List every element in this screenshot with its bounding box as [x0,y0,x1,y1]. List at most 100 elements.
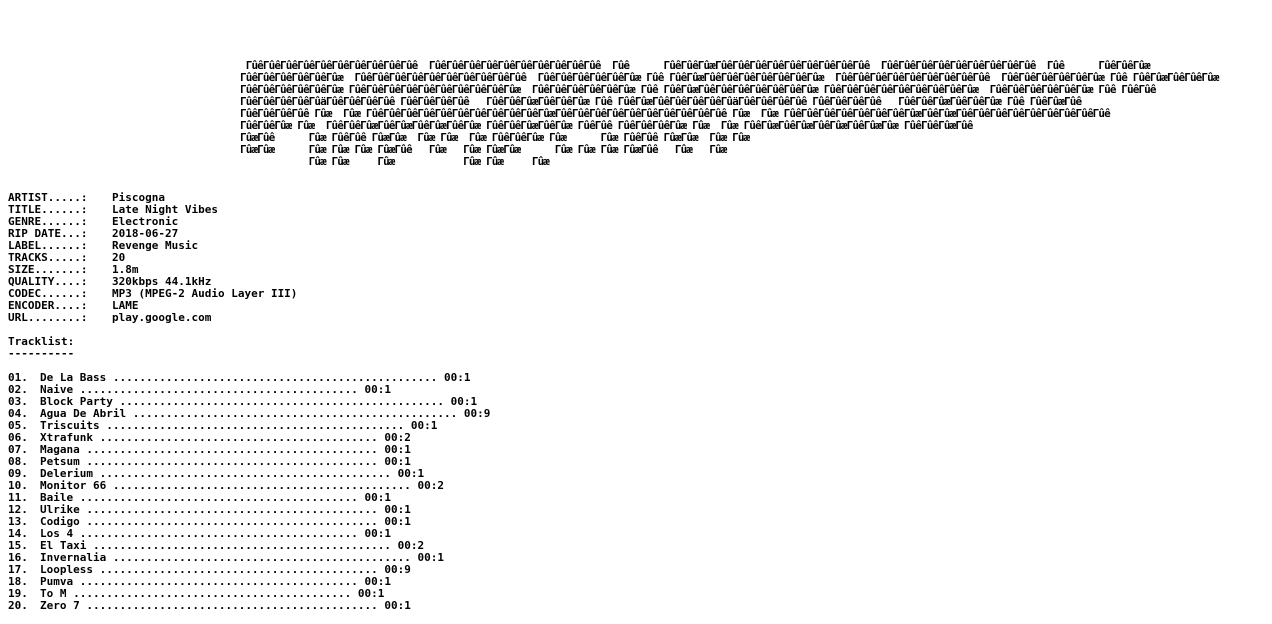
track-title: Agua De Abril [40,407,127,420]
info-row-artist: ARTIST.....: Piscogna [8,192,297,204]
banner-line: ΓûêΓûêΓûêΓûêΓûêΓûæ ΓûêΓûêΓûêΓûêΓûêΓûêΓûê… [240,83,1157,96]
track-title: Codigo [40,515,80,528]
info-value: LAME [112,299,139,312]
info-row-size: SIZE.......: 1.8m [8,264,297,276]
track-title: Magana [40,443,80,456]
banner-line: ΓûæΓûæ Γûæ Γûæ Γûæ ΓûæΓûê Γûæ Γûæ ΓûæΓûæ… [240,143,727,156]
track-row: 02. Naive ...............................… [8,384,490,396]
track-number: 04. [8,407,28,420]
track-duration: 00:2 [417,479,445,492]
track-number: 15. [8,539,28,552]
track-number: 08. [8,455,28,468]
track-row: 07.Magana ..............................… [8,444,490,456]
track-duration: 00:1 [397,467,425,480]
track-row: 10.Monitor 66 ..........................… [8,480,490,492]
info-key: GENRE......: [8,215,95,228]
track-duration: 00:9 [384,563,411,576]
track-title: Naive [40,383,74,396]
track-duration: 00:2 [384,431,411,444]
info-value: 1.8m [112,263,139,276]
track-leader-dots: ........................................… [126,407,464,420]
track-duration: 00:1 [364,527,392,540]
track-number: 19. [8,587,28,600]
track-duration: 00:1 [364,575,392,588]
track-leader-dots: ........................................… [99,419,411,432]
info-key: QUALITY....: [8,275,95,288]
track-leader-dots: ........................................… [79,455,385,468]
track-leader-dots: ........................................… [73,383,365,396]
info-value: 20 [112,251,126,264]
track-title: Los 4 [40,527,74,540]
tracklist: 01.De La Bass ..........................… [8,372,490,612]
track-number: 20. [8,599,28,612]
info-row-label: LABEL......: Revenge Music [8,240,297,252]
track-row: 05.Triscuits ...........................… [8,420,490,432]
banner-line: ΓûæΓûê Γûæ ΓûêΓûê ΓûæΓûæ Γûæ Γûæ Γûæ Γûê… [240,131,750,144]
track-leader-dots: ........................................… [106,371,444,384]
track-number: 10. [8,479,28,492]
info-key: ENCODER....: [8,299,95,312]
track-leader-dots: ........................................… [79,443,385,456]
track-duration: 00:1 [364,491,392,504]
info-row-url: URL........: play.google.com [8,312,297,324]
track-row: 08.Petsum ..............................… [8,456,490,468]
info-key: LABEL......: [8,239,95,252]
track-row: 03.Block Party .........................… [8,396,490,408]
info-key: TRACKS.....: [8,251,95,264]
tracklist-heading: Tracklist: [8,335,75,348]
track-number: 01. [8,371,28,384]
track-duration: 00:1 [444,371,471,384]
track-row: 12.Ulrike ..............................… [8,504,490,516]
track-row: 19.To M ................................… [8,588,490,600]
info-value: Revenge Music [112,239,199,252]
info-value: 2018-06-27 [112,227,179,240]
track-row: 15. El Taxi .............................… [8,540,490,552]
track-leader-dots: ........................................… [86,539,398,552]
info-row-encoder: ENCODER....: LAME [8,300,297,312]
info-key: RIP DATE...: [8,227,95,240]
track-row: 16.Invernalia ..........................… [8,552,490,564]
info-row-codec: CODEC......: MP3 (MPEG-2 Audio Layer III… [8,288,297,300]
banner-line: Γûæ Γûæ Γûæ Γûæ Γûæ Γûæ [240,155,550,168]
track-row: 13.Codigo ..............................… [8,516,490,528]
track-title: To M [40,587,67,600]
track-number: 14. [8,527,28,540]
track-duration: 00:1 [410,419,438,432]
track-row: 09.Delerium ............................… [8,468,490,480]
track-duration: 00:9 [463,407,491,420]
track-number: 06. [8,431,28,444]
info-value: play.google.com [112,311,212,324]
track-title: El Taxi [40,539,87,552]
track-leader-dots: ........................................… [73,527,365,540]
track-row: 04. Agua De Abril .......................… [8,408,490,420]
banner-line: ΓûêΓûêΓûêΓûêΓûêΓûêΓûêΓûêΓûêΓûê ΓûêΓûêΓûê… [240,59,1151,72]
track-title: Invernalia [40,551,107,564]
track-number: 02. [8,383,28,396]
track-title: Delerium [40,467,93,480]
track-leader-dots: ........................................… [106,479,418,492]
track-duration: 00:1 [384,503,411,516]
track-leader-dots: ........................................… [92,431,385,444]
info-value: Late Night Vibes [112,203,218,216]
info-key: SIZE.......: [8,263,95,276]
track-number: 05. [8,419,28,432]
track-title: Pumva [40,575,74,588]
track-duration: 00:1 [364,383,392,396]
track-leader-dots: ........................................… [73,575,365,588]
track-row: 14. Los 4 ...............................… [8,528,490,540]
track-leader-dots: ........................................… [79,599,385,612]
track-duration: 00:1 [384,599,411,612]
info-row-title: TITLE......: Late Night Vibes [8,204,297,216]
info-value: Electronic [112,215,179,228]
track-duration: 00:1 [417,551,445,564]
track-title: Xtrafunk [40,431,93,444]
track-row: 20.Zero 7 ..............................… [8,600,490,612]
track-number: 17. [8,563,28,576]
track-leader-dots: ........................................… [79,503,385,516]
track-title: Ulrike [40,503,80,516]
track-number: 11. [8,491,28,504]
info-row-tracks: TRACKS.....: 20 [8,252,297,264]
track-title: Block Party [40,395,113,408]
track-leader-dots: ........................................… [73,491,365,504]
